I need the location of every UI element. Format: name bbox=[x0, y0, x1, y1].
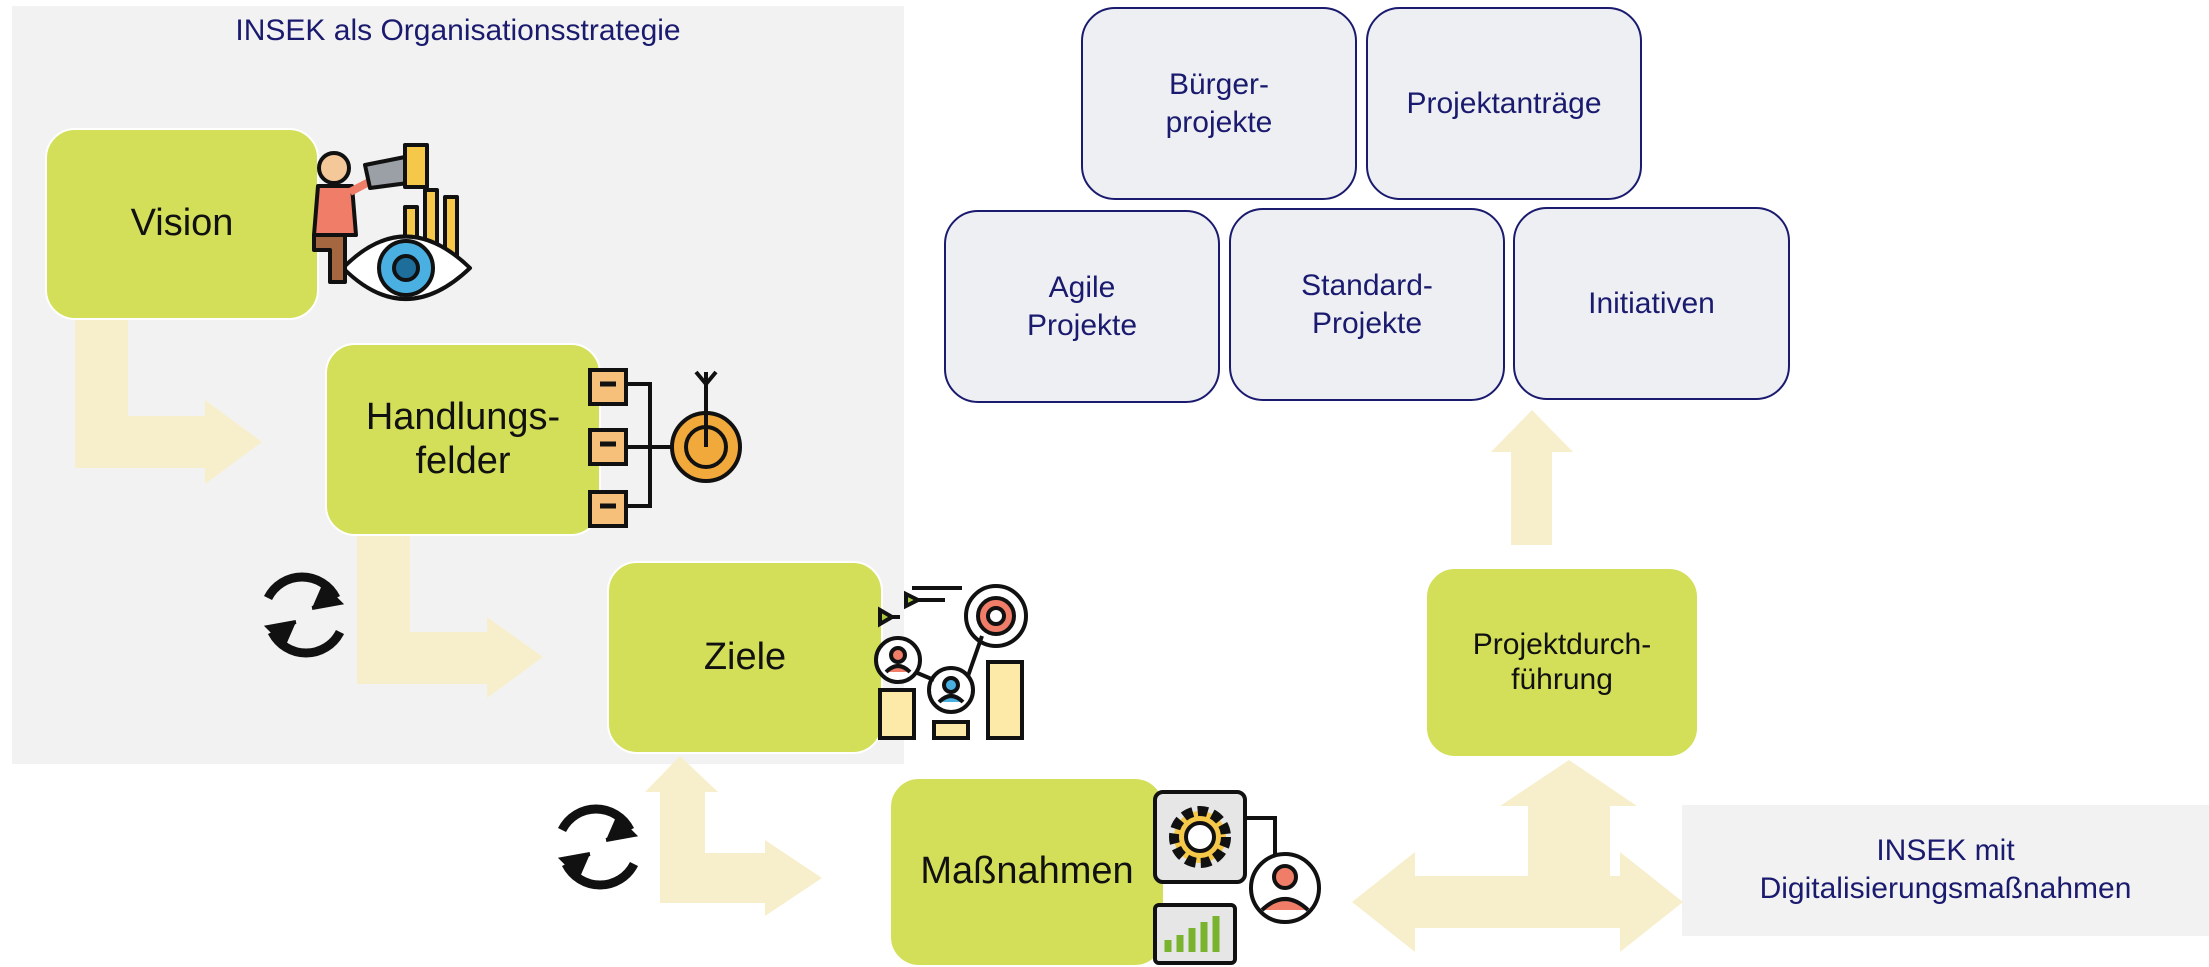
arrow-ziele-to-massnahmen bbox=[645, 756, 822, 916]
step-vision: Vision bbox=[45, 128, 319, 320]
project-agile: Agile Projekte bbox=[944, 210, 1220, 403]
refresh-cycle-icon bbox=[263, 572, 345, 658]
step-handlungsfelder: Handlungs- felder bbox=[325, 343, 601, 536]
goals-people-chart-icon bbox=[874, 584, 1028, 740]
digital-panel-text: INSEK mit Digitalisierungsmaßnahmen bbox=[1759, 834, 2132, 905]
project-initiativen: Initiativen bbox=[1513, 207, 1790, 400]
target-branches-icon bbox=[588, 368, 742, 528]
telescope-eye-icon bbox=[312, 143, 472, 301]
project-projektantraege: Projektanträge bbox=[1366, 7, 1642, 200]
gear-person-chart-icon bbox=[1153, 790, 1321, 965]
step-projektdurchfuehrung: Projektdurch- führung bbox=[1425, 567, 1699, 758]
arrow-handlungsfelder-to-ziele bbox=[357, 533, 543, 698]
strategy-panel-title: INSEK als Organisationsstrategie bbox=[235, 14, 681, 47]
digital-panel bbox=[1682, 805, 2209, 936]
arrow-to-projects bbox=[1491, 410, 1573, 545]
project-buergerprojekte: Bürger- projekte bbox=[1081, 7, 1357, 200]
arrow-massnahmen-hub bbox=[1352, 760, 1683, 952]
project-standard: Standard- Projekte bbox=[1229, 208, 1505, 401]
refresh-cycle-icon bbox=[557, 804, 639, 890]
step-massnahmen: Maßnahmen bbox=[889, 777, 1165, 967]
arrow-vision-to-handlungsfelder bbox=[75, 318, 262, 484]
step-ziele: Ziele bbox=[607, 561, 883, 754]
